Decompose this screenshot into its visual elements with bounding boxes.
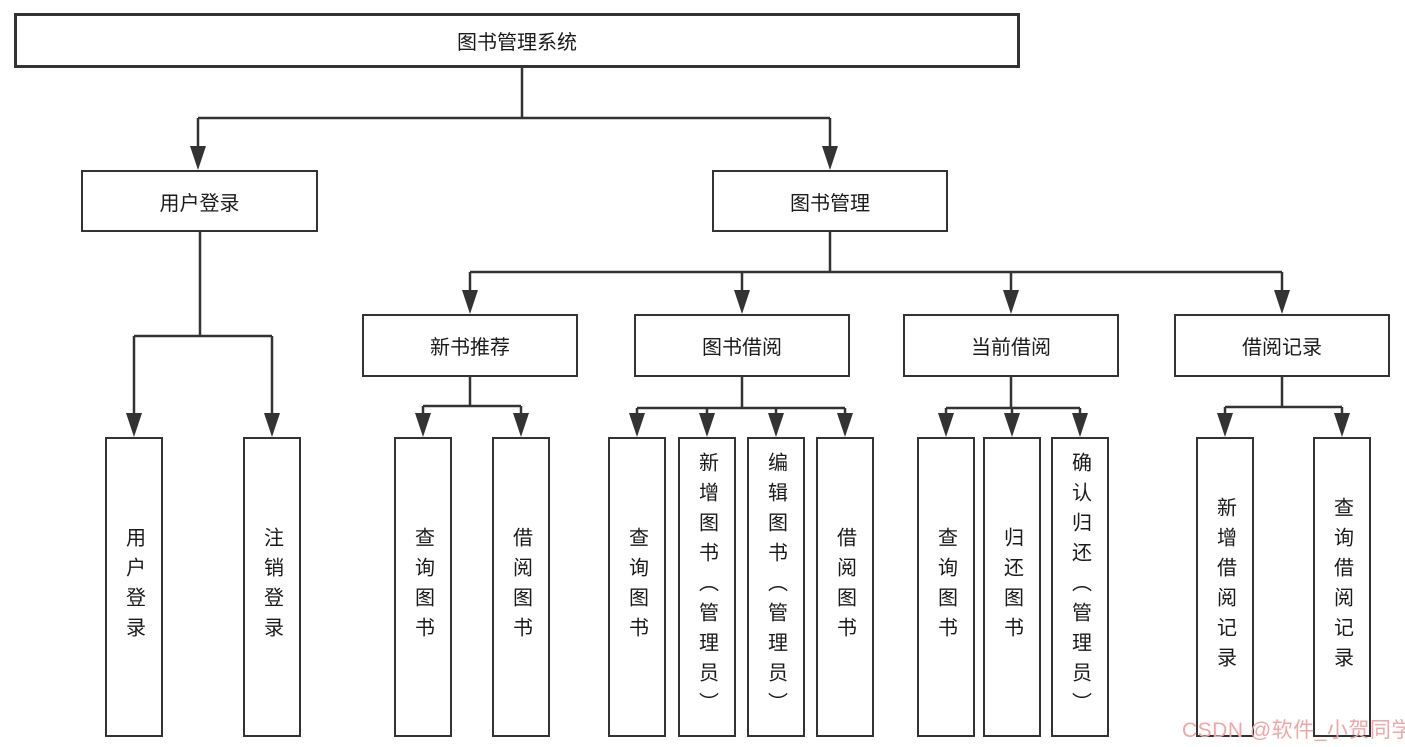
connector-borrowing-records: [1223, 377, 1344, 419]
leaf-query-books: 查询图书: [394, 437, 452, 737]
leaf-confirm-return-admin: 确认归还（管理员）: [1051, 437, 1109, 737]
node-label: 注销登录: [260, 527, 283, 647]
leaf-query-books: 查询图书: [608, 437, 666, 737]
leaf-logout: 注销登录: [243, 437, 301, 737]
leaf-user-login: 用户登录: [105, 437, 163, 737]
leaf-edit-book-admin: 编辑图书（管理员）: [747, 437, 805, 737]
node-label: 编辑图书（管理员）: [764, 452, 787, 722]
arrow-icon: [734, 290, 750, 314]
arrow-icon: [513, 413, 529, 437]
node-user-login: 用户登录: [81, 170, 318, 232]
node-label: 查询图书: [934, 527, 957, 647]
connector-user-login: [132, 232, 274, 419]
leaf-add-borrow-record: 新增借阅记录: [1196, 437, 1254, 737]
arrow-icon: [768, 413, 784, 437]
arrow-icon: [1274, 290, 1290, 314]
arrowheads: [126, 146, 1350, 437]
arrow-icon: [938, 413, 954, 437]
node-label: 图书借阅: [702, 337, 782, 359]
node-label: 借阅记录: [1242, 337, 1322, 359]
node-label: 新增借阅记录: [1213, 497, 1236, 677]
node-new-book-recommend: 新书推荐: [362, 314, 578, 377]
connector-new-book: [421, 377, 523, 419]
node-label: 归还图书: [1000, 527, 1023, 647]
node-label: 新书推荐: [430, 337, 510, 359]
arrow-icon: [126, 413, 142, 437]
connector-root: [196, 68, 832, 152]
node-label: 查询图书: [625, 527, 648, 647]
leaf-query-borrow-record: 查询借阅记录: [1313, 437, 1371, 737]
arrow-icon: [462, 290, 478, 314]
node-label: 查询图书: [411, 527, 434, 647]
arrow-icon: [190, 146, 206, 170]
node-current-borrowing: 当前借阅: [903, 314, 1119, 377]
arrow-icon: [699, 413, 715, 437]
node-label: 当前借阅: [971, 337, 1051, 359]
node-label: 借阅图书: [509, 527, 532, 647]
node-label: 用户登录: [159, 192, 240, 215]
connector-current-borrowing: [944, 377, 1082, 419]
node-label: 新增图书（管理员）: [695, 452, 718, 722]
leaf-add-book-admin: 新增图书（管理员）: [678, 437, 736, 737]
node-book-management-system: 图书管理系统: [14, 13, 1020, 68]
arrow-icon: [1334, 413, 1350, 437]
node-label: 确认归还（管理员）: [1068, 452, 1091, 722]
leaf-return-book: 归还图书: [983, 437, 1041, 737]
arrow-icon: [415, 413, 431, 437]
leaf-borrow-books: 借阅图书: [816, 437, 874, 737]
arrow-icon: [837, 413, 853, 437]
node-label: 用户登录: [122, 527, 145, 647]
arrow-icon: [822, 146, 838, 170]
leaf-query-books: 查询图书: [917, 437, 975, 737]
arrow-icon: [1072, 413, 1088, 437]
arrow-icon: [1003, 290, 1019, 314]
connector-book-management: [468, 232, 1284, 296]
leaf-borrow-books: 借阅图书: [492, 437, 550, 737]
node-borrowing-records: 借阅记录: [1174, 314, 1390, 377]
node-label: 查询借阅记录: [1330, 497, 1353, 677]
node-label: 图书管理系统: [457, 32, 577, 54]
arrow-icon: [264, 413, 280, 437]
csdn-watermark: CSDN @软件_小贺同学: [1182, 719, 1405, 742]
node-book-management: 图书管理: [712, 170, 948, 232]
arrow-icon: [1004, 413, 1020, 437]
arrow-icon: [1217, 413, 1233, 437]
connector-book-borrowing: [635, 377, 847, 419]
node-book-borrowing: 图书借阅: [634, 314, 850, 377]
node-label: 图书管理: [790, 192, 870, 215]
arrow-icon: [629, 413, 645, 437]
node-label: 借阅图书: [833, 527, 856, 647]
